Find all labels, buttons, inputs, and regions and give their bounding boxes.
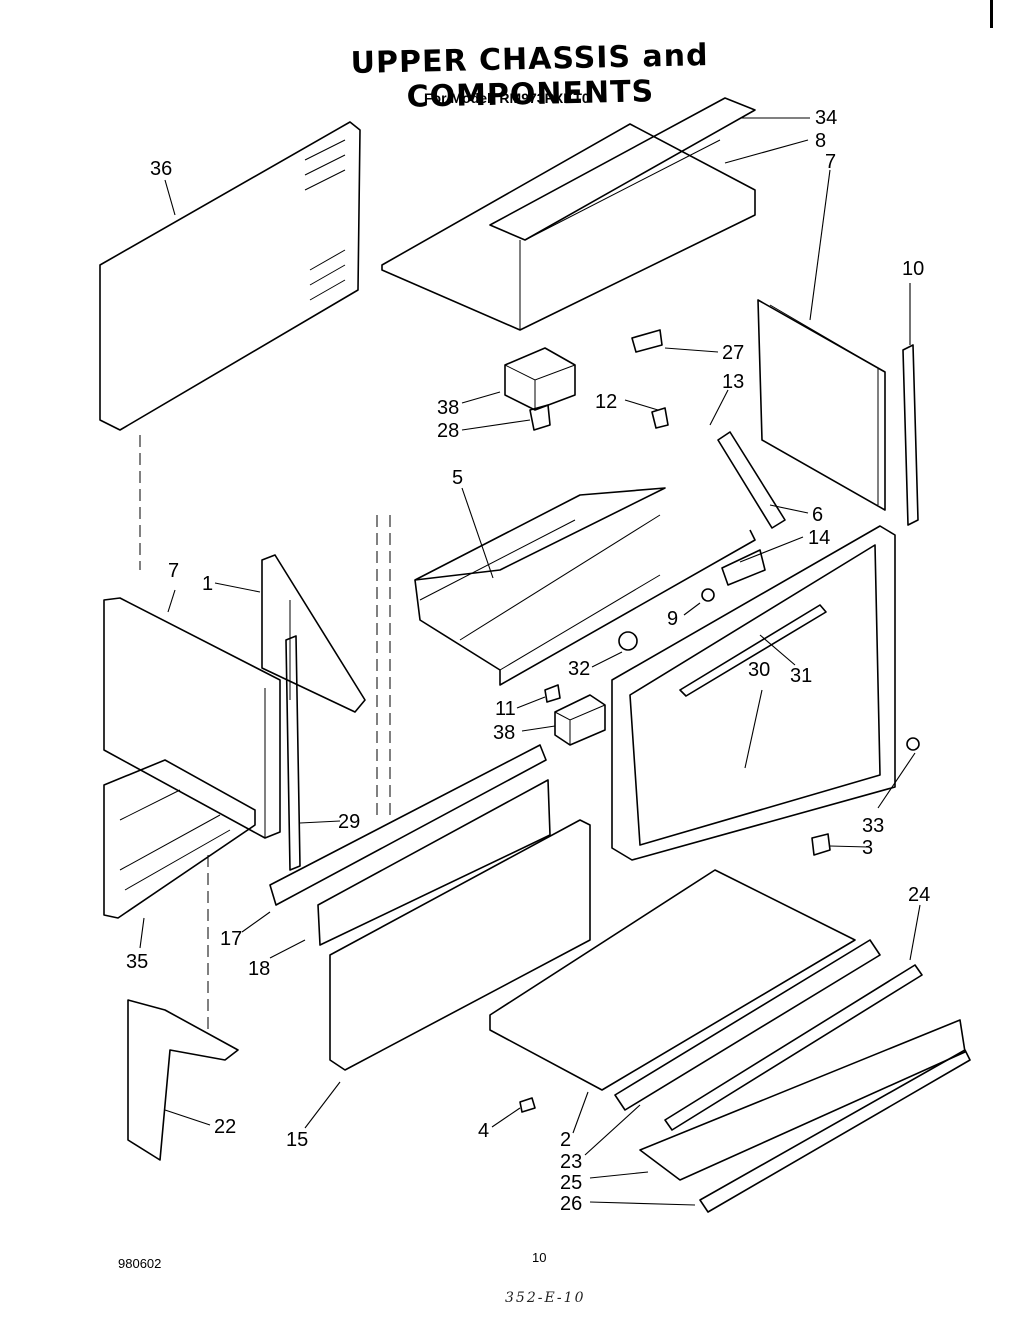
callout-3: 3 [862, 837, 873, 859]
part-7-right-side-panel [757, 299, 886, 511]
callout-38: 38 [437, 397, 459, 419]
callout-17: 17 [220, 928, 242, 950]
footer-code: 980602 [118, 1256, 162, 1271]
part-10-strip [902, 344, 919, 526]
part-4-clip [519, 1097, 536, 1113]
callout-12: 12 [595, 391, 617, 413]
callout-26: 26 [560, 1193, 582, 1215]
part-26-trim [699, 1049, 971, 1213]
callout-18: 18 [248, 958, 270, 980]
callout-9: 9 [667, 608, 678, 630]
callout-30: 30 [748, 659, 770, 681]
callout-14: 14 [808, 527, 830, 549]
model-subtitle: For Model: RM973PXKT0 [424, 90, 590, 106]
callout-7: 7 [825, 151, 836, 173]
part-36-back-panel [99, 121, 361, 570]
callout-34: 34 [815, 107, 837, 129]
part-25-reflector [639, 1019, 966, 1181]
leader-lines [139, 117, 921, 1206]
callout-33: 33 [862, 815, 884, 837]
part-28-clip [529, 404, 551, 431]
callout-28: 28 [437, 420, 459, 442]
callout-labels: 34 8 7 36 10 27 13 12 38 28 5 6 14 7 1 9… [126, 107, 930, 1215]
part-5-frame [414, 487, 756, 686]
callout-24: 24 [908, 884, 930, 906]
part-38-terminal-box [504, 347, 576, 411]
part-8-top-cover [381, 97, 756, 331]
callout-2: 2 [560, 1129, 571, 1151]
callout-15: 15 [286, 1129, 308, 1151]
part-24-lamp [664, 964, 923, 1131]
part-27-clip [631, 329, 663, 353]
part-29-rod [285, 635, 301, 871]
part-14-bracket [721, 549, 766, 586]
callout-36: 36 [150, 158, 172, 180]
part-22-shield [127, 999, 239, 1161]
callout-6: 6 [812, 504, 823, 526]
part-11-clip [544, 684, 561, 703]
callout-1: 1 [202, 573, 213, 595]
callout-10: 10 [902, 258, 924, 280]
callout-22: 22 [214, 1116, 236, 1138]
part-1-bracket [261, 554, 366, 713]
part-2-bottom-pan [489, 869, 856, 1091]
callout-31: 31 [790, 665, 812, 687]
part-18-panel [317, 779, 551, 946]
scan-edge-mark [990, 0, 993, 28]
callout-32: 32 [568, 658, 590, 680]
part-35-base-side [103, 759, 256, 919]
part-30-front-frame [611, 525, 896, 861]
part-12-socket [651, 407, 669, 429]
part-23-lamp-holder [614, 939, 881, 1111]
part-33-knob [906, 737, 920, 751]
callout-38-lower: 38 [493, 722, 515, 744]
callout-4: 4 [478, 1120, 489, 1142]
part-9-knob [701, 588, 715, 602]
footer-handwritten-note: 352-E-10 [505, 1290, 586, 1306]
callout-13: 13 [722, 371, 744, 393]
footer-page-number: 10 [532, 1250, 547, 1265]
part-15-front-panel [329, 819, 591, 1071]
part-7-left-side-panel [103, 597, 281, 839]
callout-7-left: 7 [168, 560, 179, 582]
part-6-rod [717, 431, 786, 529]
callout-35: 35 [126, 951, 148, 973]
part-3-socket [811, 833, 831, 856]
part-17-rail [269, 744, 547, 906]
part-32-knob [618, 631, 638, 651]
callout-5: 5 [452, 467, 463, 489]
callout-8: 8 [815, 130, 826, 152]
callout-27: 27 [722, 342, 744, 364]
part-38-terminal-box-lower [554, 694, 606, 746]
callout-29: 29 [338, 811, 360, 833]
callout-25: 25 [560, 1172, 582, 1194]
callout-23: 23 [560, 1151, 582, 1173]
callout-11: 11 [495, 698, 516, 720]
